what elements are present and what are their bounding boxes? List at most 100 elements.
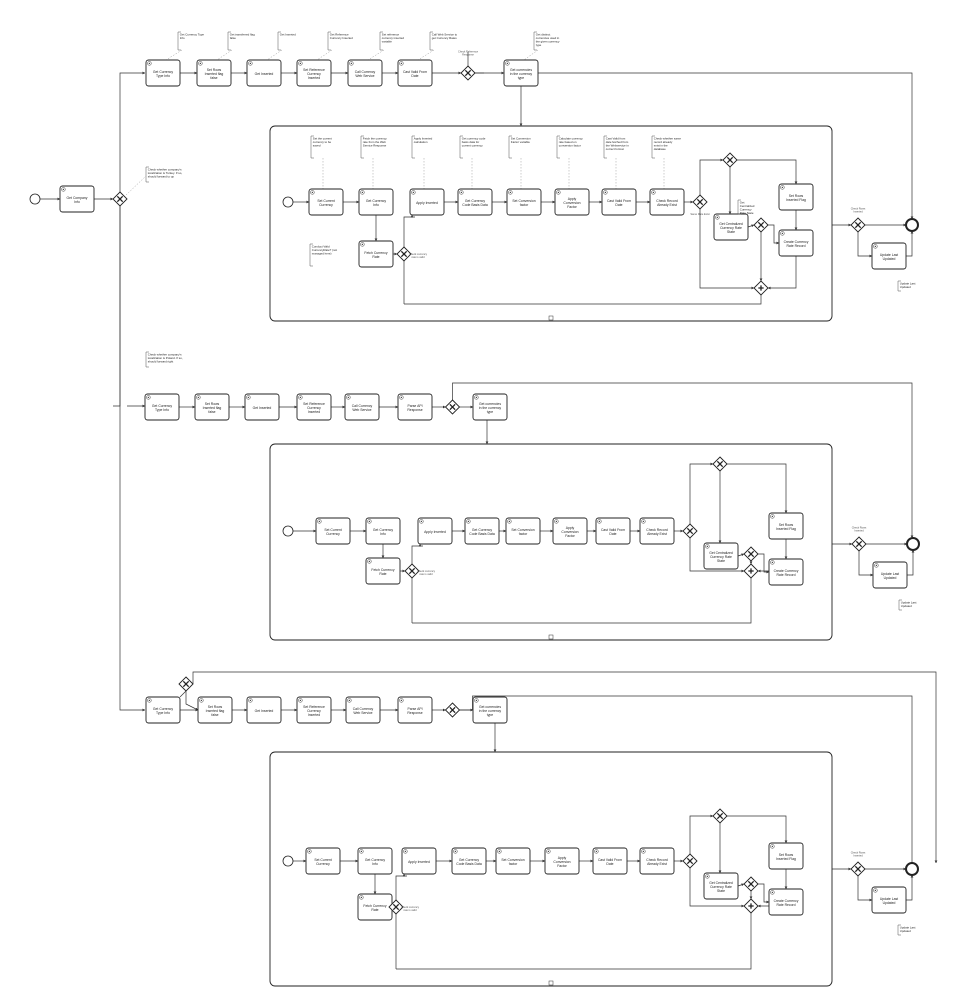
task-23[interactable] (457, 188, 493, 216)
task-102[interactable] (768, 888, 804, 916)
exclusive-gateway-2[interactable] (112, 191, 128, 207)
task-box[interactable] (713, 213, 749, 241)
task-box[interactable] (145, 696, 181, 724)
task-box[interactable] (778, 183, 814, 211)
task-9[interactable] (347, 59, 383, 87)
task-63[interactable] (552, 517, 588, 545)
task-box[interactable] (649, 188, 685, 216)
collapse-marker-icon[interactable] (548, 634, 554, 640)
task-box[interactable] (601, 188, 637, 216)
exclusive-gateway-31[interactable] (722, 152, 738, 168)
task-52[interactable] (244, 393, 280, 421)
task-94[interactable] (639, 847, 675, 875)
task-90[interactable] (451, 847, 487, 875)
task-88[interactable] (357, 847, 393, 875)
task-box[interactable] (639, 847, 675, 875)
task-7[interactable] (246, 59, 282, 87)
exclusive-gateway-69[interactable] (712, 456, 728, 472)
task-box[interactable] (417, 517, 453, 545)
end-event[interactable] (905, 218, 919, 232)
task-box[interactable] (544, 847, 580, 875)
task-box[interactable] (345, 696, 381, 724)
task-72[interactable] (768, 512, 804, 540)
task-box[interactable] (703, 542, 739, 570)
task-box[interactable] (639, 517, 675, 545)
task-box[interactable] (244, 393, 280, 421)
task-92[interactable] (544, 847, 580, 875)
task-70[interactable] (703, 542, 739, 570)
task-61[interactable] (464, 517, 500, 545)
task-84[interactable] (472, 696, 508, 724)
task-box[interactable] (703, 872, 739, 900)
task-box[interactable] (308, 188, 344, 216)
task-box[interactable] (397, 393, 433, 421)
exclusive-gateway-71[interactable] (743, 546, 759, 562)
task-box[interactable] (344, 393, 380, 421)
task-78[interactable] (145, 696, 181, 724)
exclusive-gateway-12[interactable] (460, 65, 476, 81)
task-box[interactable] (296, 59, 332, 87)
task-box[interactable] (451, 847, 487, 875)
exclusive-gateway-98[interactable] (712, 808, 728, 824)
task-box[interactable] (315, 517, 351, 545)
start-event[interactable] (282, 196, 294, 208)
task-59[interactable] (365, 517, 401, 545)
task-1[interactable] (59, 185, 95, 213)
task-80[interactable] (246, 696, 282, 724)
task-81[interactable] (296, 696, 332, 724)
task-101[interactable] (768, 842, 804, 870)
start-event[interactable] (282, 525, 294, 537)
task-box[interactable] (401, 847, 437, 875)
task-box[interactable] (358, 188, 394, 216)
task-27[interactable] (649, 188, 685, 216)
task-box[interactable] (472, 393, 508, 421)
task-box[interactable] (296, 696, 332, 724)
task-box[interactable] (197, 696, 233, 724)
exclusive-gateway-47[interactable] (850, 217, 866, 233)
task-11[interactable] (503, 59, 539, 87)
task-box[interactable] (145, 59, 181, 87)
exclusive-gateway-97[interactable] (682, 853, 698, 869)
task-66[interactable] (365, 557, 401, 585)
task-21[interactable] (358, 188, 394, 216)
expanded-subprocess[interactable] (269, 751, 833, 987)
task-box[interactable] (872, 561, 908, 589)
task-box[interactable] (246, 696, 282, 724)
exclusive-gateway-75[interactable] (851, 536, 867, 552)
task-box[interactable] (397, 59, 433, 87)
task-26[interactable] (601, 188, 637, 216)
task-105[interactable] (871, 886, 907, 914)
expanded-subprocess[interactable] (269, 125, 833, 322)
task-box[interactable] (144, 393, 180, 421)
task-box[interactable] (592, 847, 628, 875)
task-box[interactable] (768, 888, 804, 916)
task-box[interactable] (196, 59, 232, 87)
task-box[interactable] (347, 59, 383, 87)
task-25[interactable] (554, 188, 590, 216)
task-box[interactable] (871, 242, 907, 270)
task-64[interactable] (595, 517, 631, 545)
start-event[interactable] (282, 855, 294, 867)
task-99[interactable] (703, 872, 739, 900)
task-box[interactable] (506, 188, 542, 216)
task-87[interactable] (305, 847, 341, 875)
exclusive-gateway-30[interactable] (692, 194, 708, 210)
task-box[interactable] (305, 847, 341, 875)
task-56[interactable] (472, 393, 508, 421)
task-53[interactable] (296, 393, 332, 421)
task-box[interactable] (59, 185, 95, 213)
parallel-gateway-36[interactable] (753, 280, 769, 296)
task-79[interactable] (197, 696, 233, 724)
exclusive-gateway-68[interactable] (682, 523, 698, 539)
exclusive-gateway-67[interactable] (404, 563, 420, 579)
task-box[interactable] (495, 847, 531, 875)
task-24[interactable] (506, 188, 542, 216)
exclusive-gateway-33[interactable] (753, 217, 769, 233)
task-50[interactable] (144, 393, 180, 421)
task-box[interactable] (554, 188, 590, 216)
task-box[interactable] (365, 517, 401, 545)
task-62[interactable] (505, 517, 541, 545)
task-54[interactable] (344, 393, 380, 421)
start-event[interactable] (29, 193, 41, 205)
task-box[interactable] (595, 517, 631, 545)
